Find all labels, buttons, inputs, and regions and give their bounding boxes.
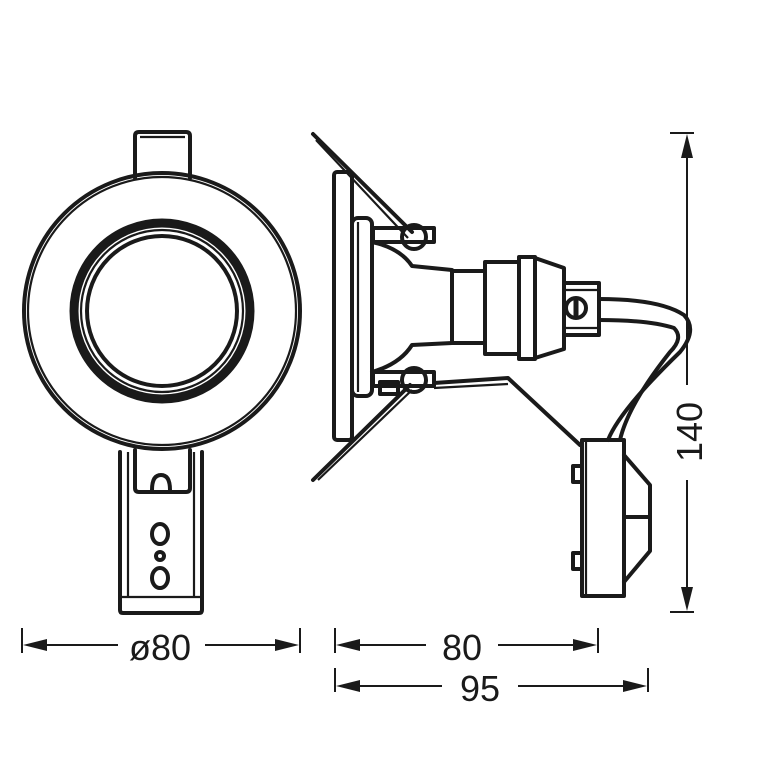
terminal-box [580, 438, 626, 598]
lens-ring [69, 218, 255, 404]
dimension-depth: 80 [334, 627, 599, 668]
lamp-socket [450, 269, 487, 345]
depth-label: 80 [442, 627, 482, 668]
lens [85, 234, 239, 388]
dimension-height: 140 [669, 132, 710, 613]
side-view [311, 132, 692, 598]
lamp-holder-cap [533, 256, 566, 360]
bracket-hole-upper [150, 522, 170, 546]
bottom-bracket [118, 450, 204, 615]
bezel-flange [332, 170, 354, 442]
reflector-body [370, 240, 454, 374]
bracket-clip [133, 448, 192, 494]
dimension-diameter: ø80 [21, 627, 301, 668]
bracket-hole-lower [150, 566, 170, 590]
upper-spring-clip [311, 132, 414, 234]
bracket-hole-small [154, 550, 166, 562]
diameter-label: ø80 [129, 627, 191, 668]
height-label: 140 [669, 402, 710, 462]
lower-spring-clip [311, 383, 412, 482]
cable [597, 297, 692, 442]
dimension-overall-depth: 95 [334, 668, 649, 709]
front-view [22, 130, 302, 615]
overall-depth-label: 95 [460, 668, 500, 709]
outer-bezel [22, 171, 302, 451]
earth-wire [432, 376, 582, 447]
cable-gland [562, 281, 601, 337]
top-spring-tab [133, 130, 192, 180]
